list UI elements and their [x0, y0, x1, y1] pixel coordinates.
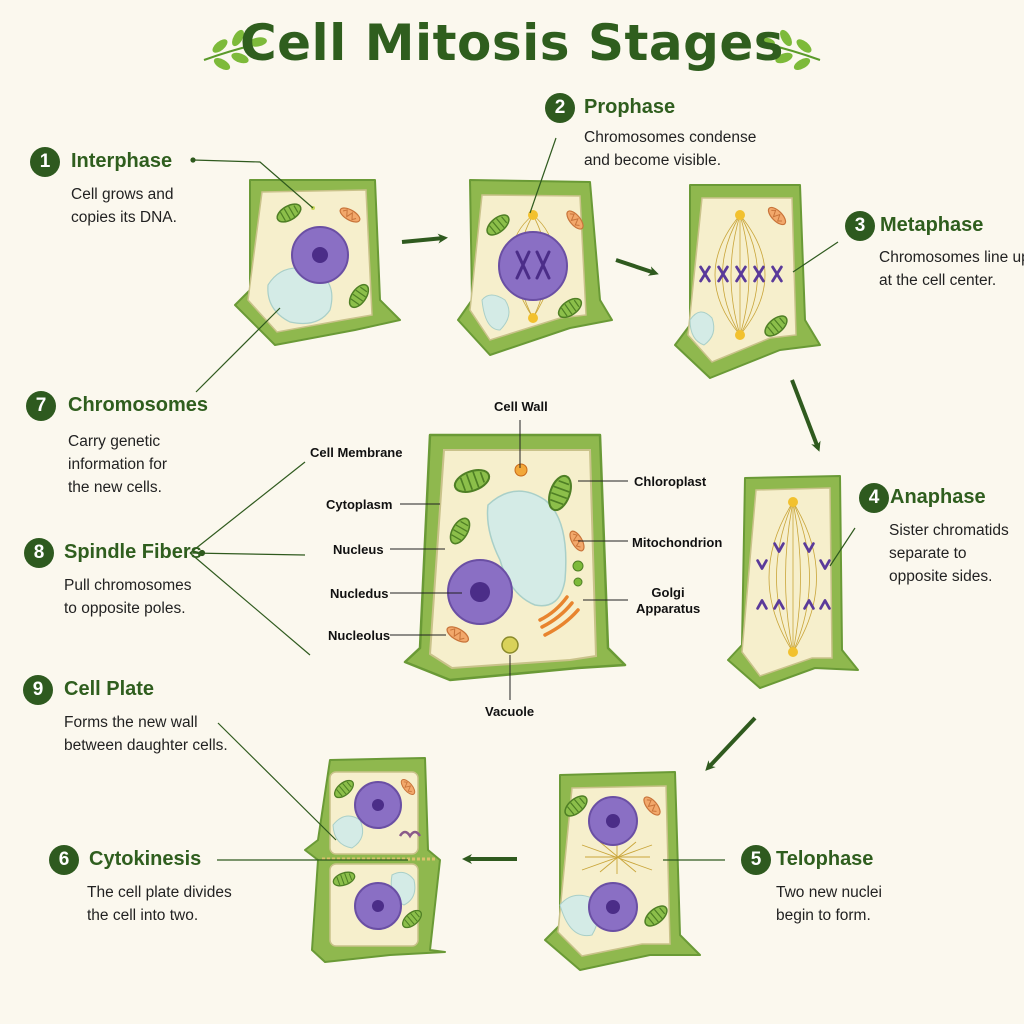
stage-title-interphase: Interphase [71, 150, 173, 172]
interphase-cell [234, 179, 401, 346]
anaphase-cell [727, 475, 859, 689]
metaphase-cell [674, 184, 821, 379]
stage-title-chromosomes: Chromosomes [68, 394, 209, 416]
stage-number-badge: 8 [24, 538, 54, 568]
stage-title-spindle-fibers: Spindle Fibers [64, 541, 202, 563]
stage-title-telophase: Telophase [776, 848, 874, 870]
label-vacuole: Vacuole [485, 704, 535, 719]
stage-number-badge: 4 [859, 483, 889, 513]
prophase-cell [457, 179, 613, 356]
part-label-lines [390, 420, 628, 700]
stage-title-anaphase: Anaphase [890, 486, 986, 508]
callout-lines [189, 137, 856, 861]
label-cell-membrane: Cell Membrane [310, 445, 403, 460]
stage-title-prophase: Prophase [584, 96, 676, 118]
stage-title-cytokinesis: Cytokinesis [89, 848, 202, 870]
label-cytoplasm: Cytoplasm [326, 497, 393, 512]
leaf-sprig-right-icon [757, 29, 821, 70]
stage-number-badge: 1 [30, 147, 60, 177]
stage-number-badge: 6 [49, 845, 79, 875]
label-nucleus: Nucleus [333, 542, 384, 557]
labeled-plant-cell [403, 433, 627, 682]
arrow-3-to-4 [790, 379, 821, 452]
stage-title-cell-plate: Cell Plate [64, 678, 155, 700]
label-nucleolus: Nucledus [330, 586, 389, 601]
label-chloroplast: Chloroplast [634, 474, 707, 489]
arrow-4-to-5 [705, 716, 757, 771]
page-title: Cell Mitosis Stages [239, 14, 785, 72]
leaf-sprig-left-icon [203, 29, 267, 70]
stage-number-badge: 2 [545, 93, 575, 123]
label-mitochondrion: Mitochondrion [632, 535, 723, 550]
stage-title-metaphase: Metaphase [880, 214, 984, 236]
stage-number-badge: 3 [845, 211, 875, 241]
arrow-1-to-2 [401, 233, 448, 244]
flow-arrows [401, 233, 821, 864]
telophase-cell [544, 771, 701, 971]
stage-number-badge: 9 [23, 675, 53, 705]
stage-number-badge: 5 [741, 845, 771, 875]
label-nucleolus-2: Nucleolus [328, 628, 391, 643]
stage-number-badge: 7 [26, 391, 56, 421]
arrow-2-to-3 [615, 258, 659, 276]
label-cell-wall: Cell Wall [494, 399, 548, 414]
